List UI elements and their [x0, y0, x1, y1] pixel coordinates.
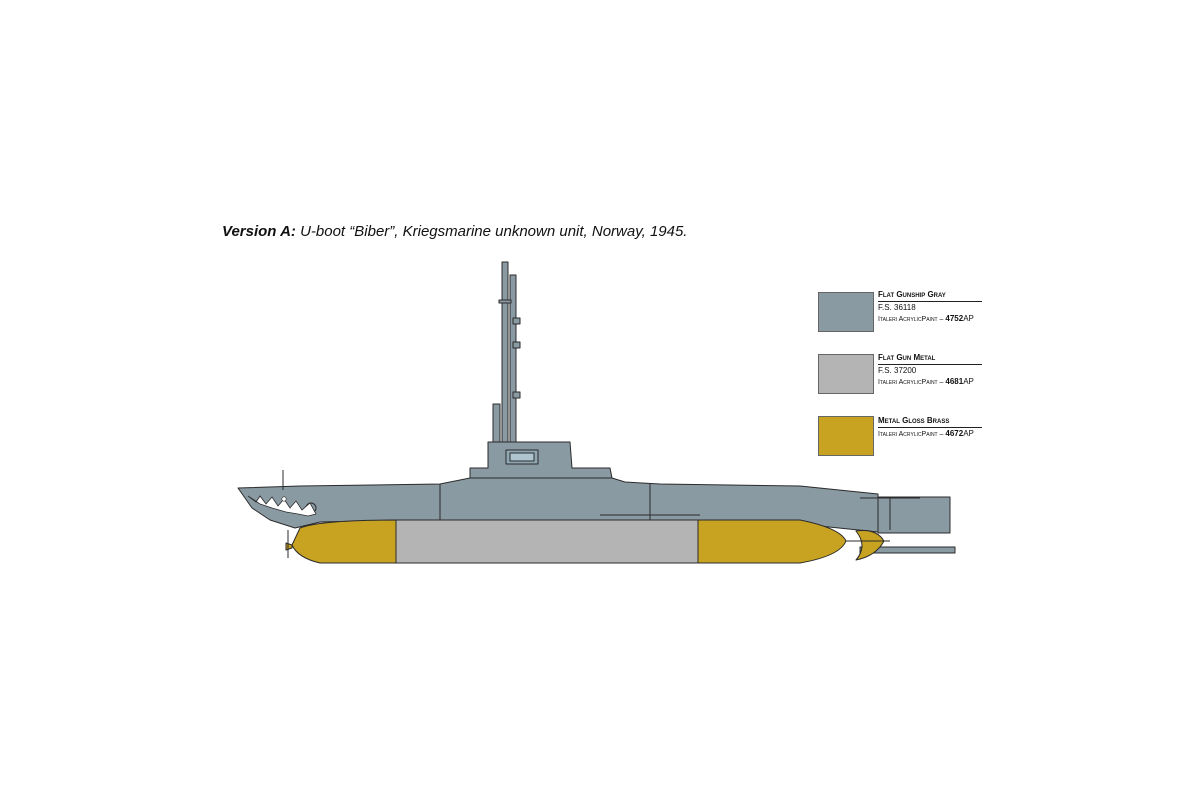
paint-fs: F.S. 36118 [878, 303, 916, 312]
version-label: Version A: [222, 223, 296, 240]
version-description: U-boot “Biber”, Kriegsmarine unknown uni… [300, 223, 688, 240]
propeller [855, 530, 885, 561]
bow-torpedo [291, 519, 397, 564]
paint-brand-line: Italeri AcrylicPaint – 4752AP [878, 313, 982, 325]
paint-name: Flat Gun Metal [878, 352, 982, 365]
conning-tower [469, 441, 613, 479]
paint-name: Flat Gunship Gray [878, 289, 982, 302]
swatch-gunship-gray [818, 292, 874, 332]
torpedo-body [395, 519, 699, 564]
paint-suffix: AP [963, 429, 974, 438]
periscope-mast [501, 261, 509, 443]
paint-brand-line: Italeri AcrylicPaint – 4672AP [878, 428, 982, 440]
paint-suffix: AP [963, 377, 974, 386]
paint-code: 4672 [945, 429, 964, 438]
paint-suffix: AP [963, 314, 974, 323]
stern-torpedo [697, 519, 847, 564]
swatch-gun-metal [818, 354, 874, 394]
submarine-profile [237, 261, 956, 564]
paint-name: Metal Gloss Brass [878, 415, 982, 428]
paint-brand: Italeri AcrylicPaint – [878, 316, 946, 323]
paint-brand: Italeri AcrylicPaint – [878, 431, 946, 438]
paint-code: 4752 [945, 314, 964, 323]
rudder [877, 496, 951, 534]
version-caption: Version A: U-boot “Biber”, Kriegsmarine … [222, 223, 687, 240]
paint-fs: F.S. 37200 [878, 366, 917, 375]
swatch-gloss-brass [818, 416, 874, 456]
paint-brand: Italeri AcrylicPaint – [878, 379, 946, 386]
paint-brand-line: Italeri AcrylicPaint – 4681AP [878, 376, 982, 388]
shark-mouth [247, 495, 317, 517]
paint-gloss-brass: Metal Gloss Brass Italeri AcrylicPaint –… [878, 415, 982, 440]
paint-code: 4681 [945, 377, 964, 386]
paint-gunship-gray: Flat Gunship Gray F.S. 36118 Italeri Acr… [878, 289, 982, 325]
paint-gun-metal: Flat Gun Metal F.S. 37200 Italeri Acryli… [878, 352, 982, 388]
